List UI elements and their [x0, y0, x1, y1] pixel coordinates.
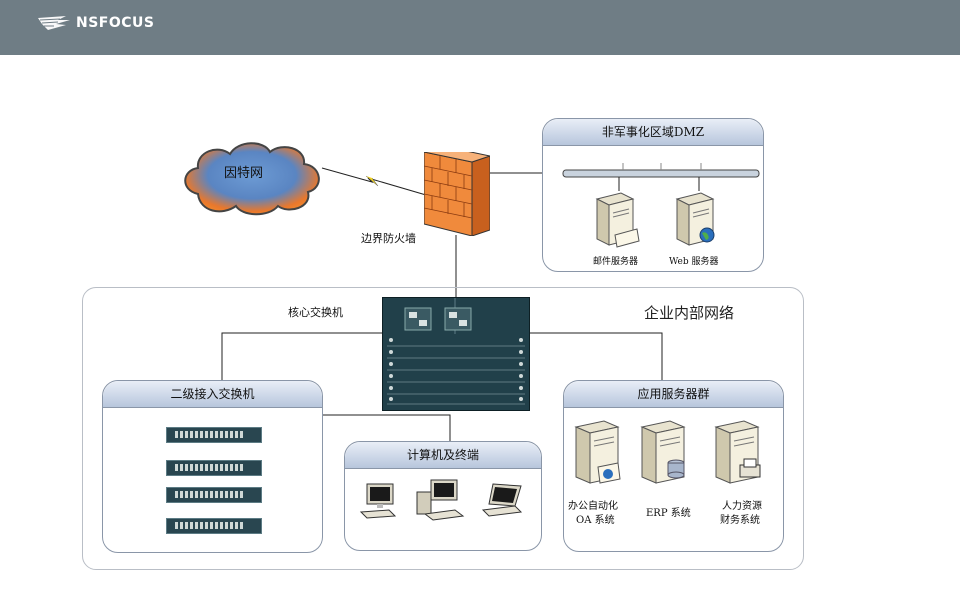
- web-server-label: Web 服务器: [669, 257, 719, 267]
- firewall-label: 边界防火墙: [361, 232, 416, 245]
- internet-label: 因特网: [224, 166, 264, 181]
- mail-server-label: 邮件服务器: [593, 257, 639, 267]
- core-switch-icon: [387, 298, 525, 405]
- hr-finance-server-icon: [714, 420, 761, 484]
- core-switch-label: 核心交换机: [288, 306, 343, 319]
- erp-server-icon: [640, 420, 686, 484]
- oa-server-icon: [574, 420, 621, 484]
- enterprise-label: 企业内部网络: [644, 304, 735, 322]
- hr-label-line1: 人力资源: [722, 501, 762, 512]
- workstation-icon: [416, 479, 465, 521]
- logo-wing-icon: [38, 16, 70, 30]
- erp-label: ERP 系统: [646, 508, 691, 519]
- logo-text: NSFOCUS: [76, 15, 155, 31]
- terminals-title: 计算机及终端: [345, 442, 541, 469]
- nsfocus-logo: NSFOCUS: [36, 14, 155, 32]
- terminals-panel: 计算机及终端: [344, 441, 542, 551]
- access-switch-unit: [166, 487, 262, 503]
- web-server-icon: [675, 192, 715, 246]
- dmz-network: [562, 163, 760, 191]
- dmz-panel: 非军事化区域DMZ 邮件服务器 Web 服务器: [542, 118, 764, 272]
- access-switch-unit: [166, 460, 262, 476]
- access-switch-title: 二级接入交换机: [103, 381, 322, 408]
- mail-server-icon: [595, 192, 640, 248]
- oa-label-line1: 办公自动化: [568, 501, 618, 512]
- app-servers-panel: 应用服务器群 办公自动化 OA 系统 ERP 系统 人力资源 财务系统: [563, 380, 784, 552]
- enterprise-network-frame: [82, 287, 804, 570]
- cloud-icon: [184, 142, 320, 216]
- internet-cloud: 因特网: [178, 136, 326, 218]
- access-switch-unit: [166, 427, 262, 443]
- app-servers-title: 应用服务器群: [564, 381, 783, 408]
- firewall-icon: [422, 145, 492, 237]
- oa-label-line2: OA 系统: [576, 515, 615, 526]
- access-switch-unit: [166, 518, 262, 534]
- core-switch: [382, 297, 530, 411]
- hr-label-line2: 财务系统: [720, 515, 760, 526]
- header-bar: NSFOCUS: [0, 0, 960, 55]
- dmz-title: 非军事化区域DMZ: [543, 119, 763, 146]
- firewall: [422, 145, 492, 237]
- desktop-computer-icon: [359, 483, 397, 519]
- laptop-icon: [481, 483, 523, 517]
